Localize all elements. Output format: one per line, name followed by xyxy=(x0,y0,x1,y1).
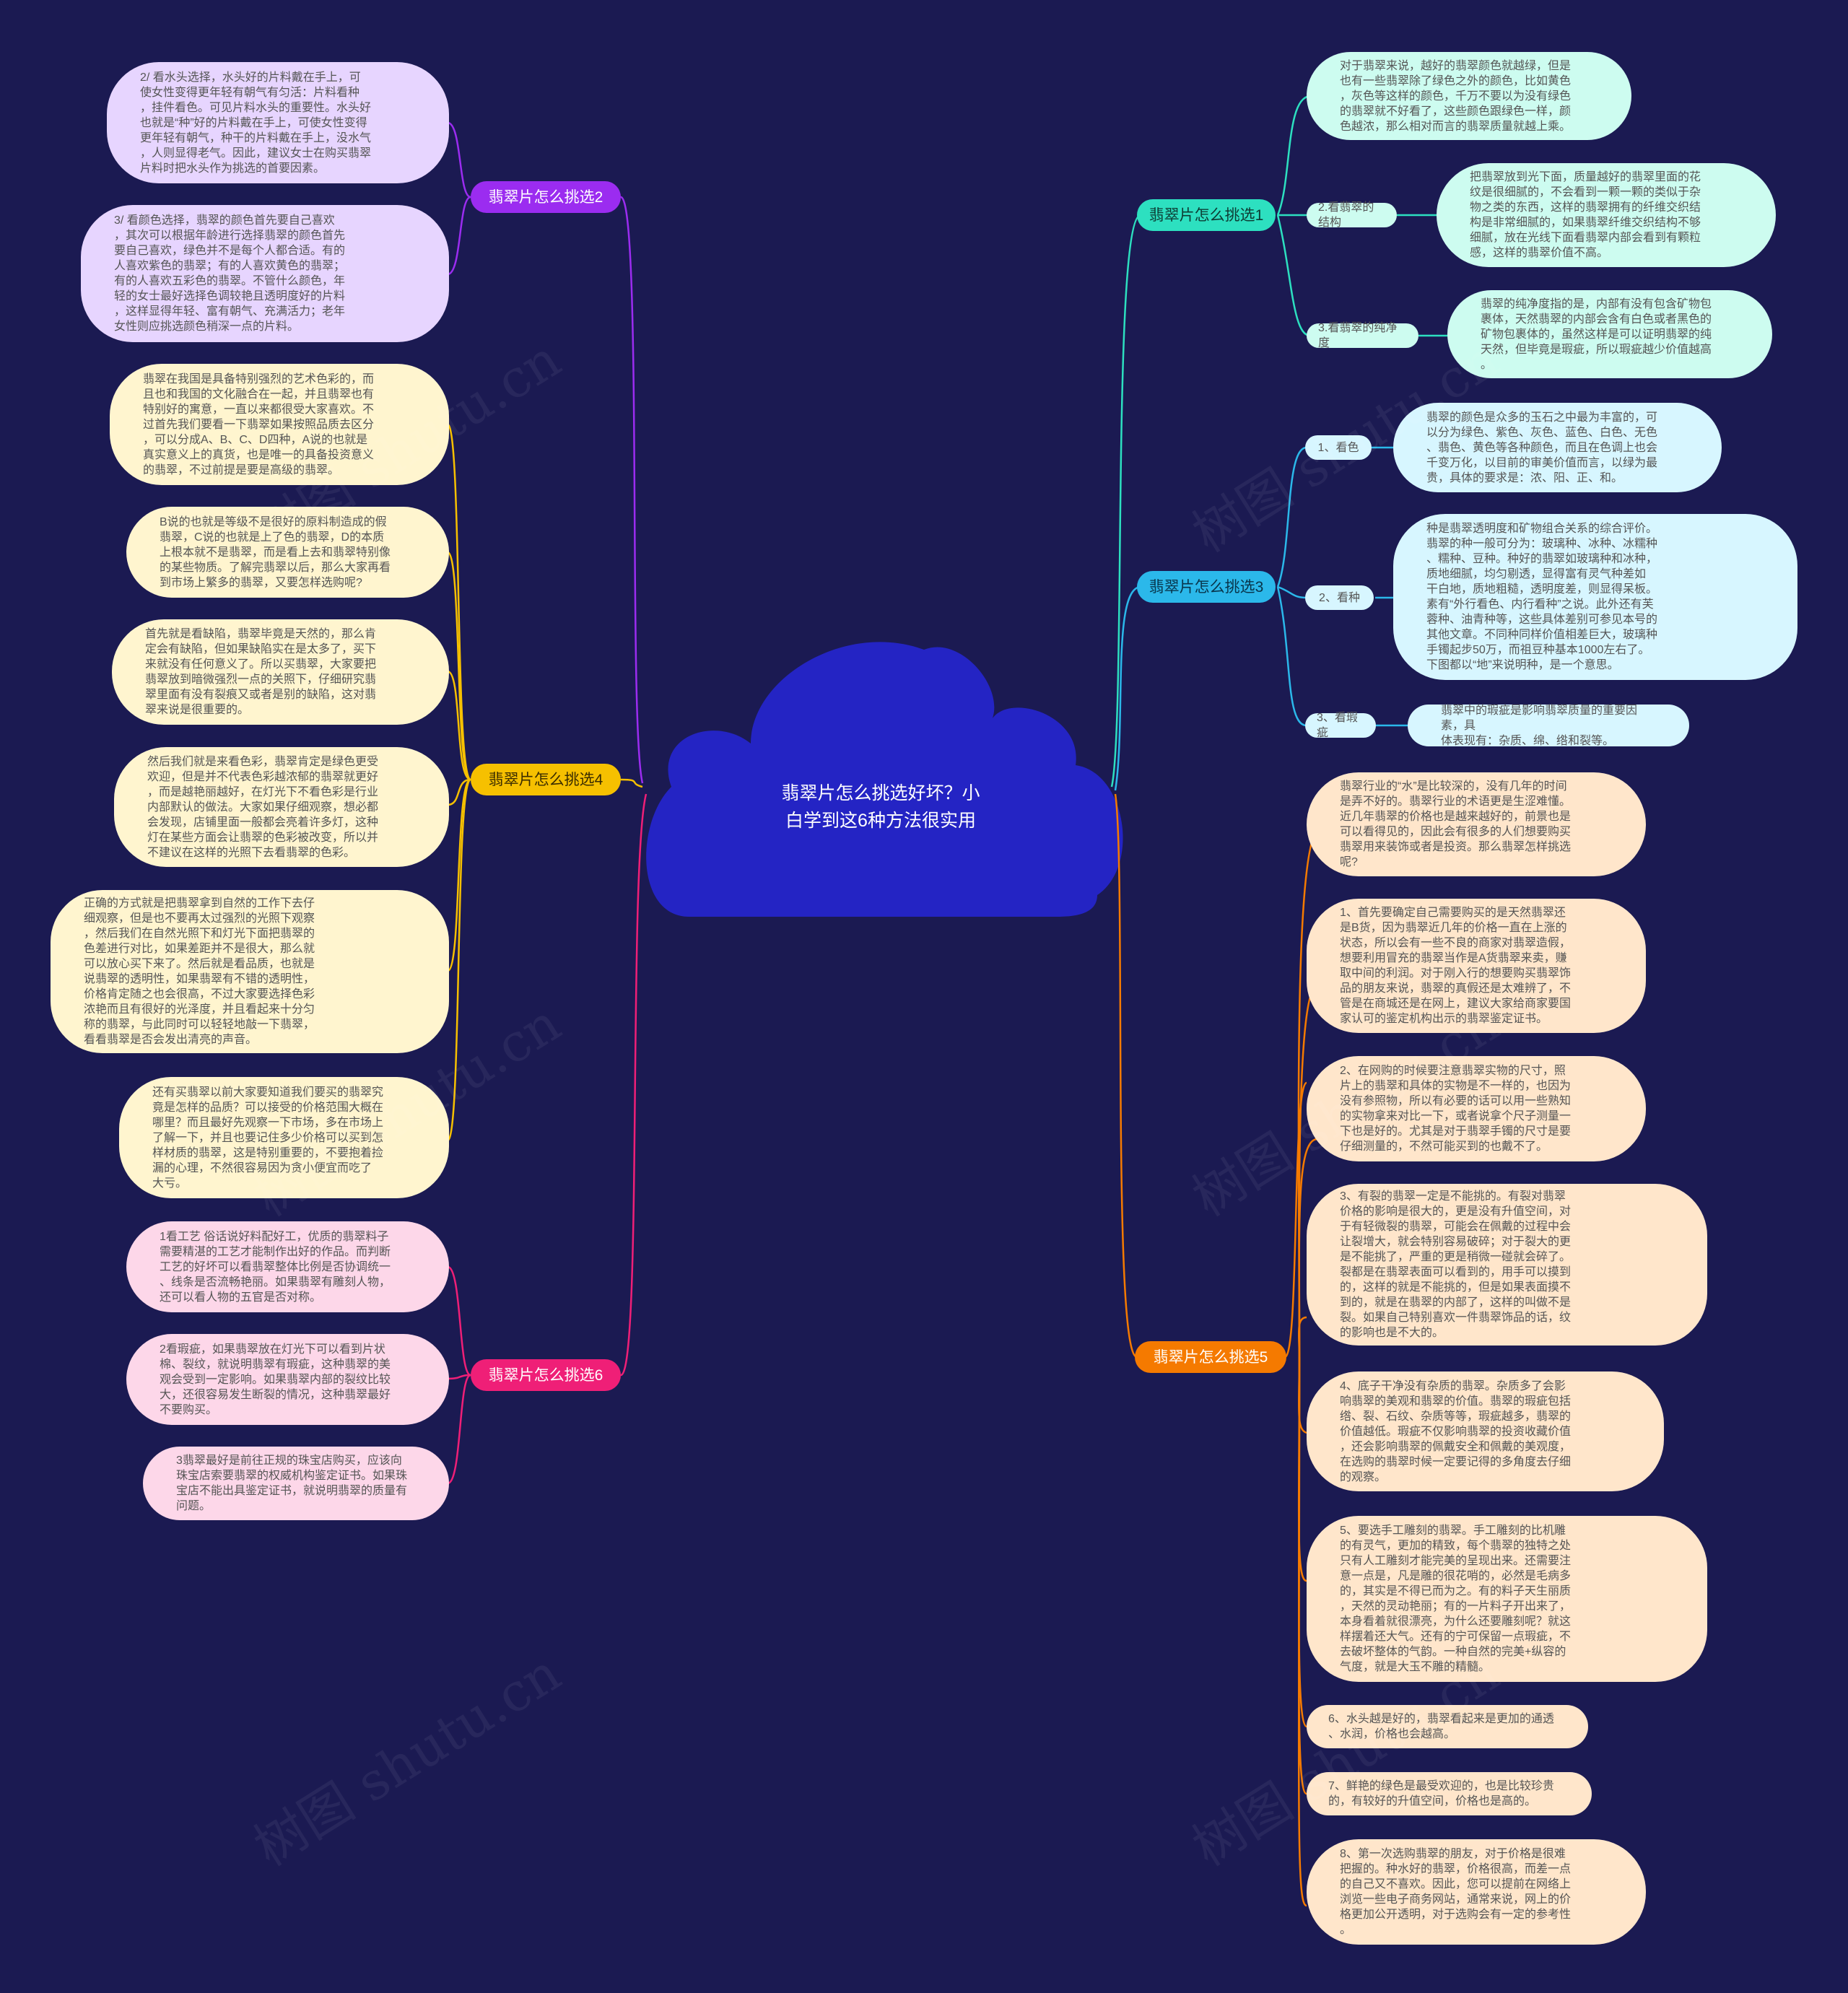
branch-1-sub-3-label: 3.看翡翠的纯净度 xyxy=(1318,322,1398,349)
branch-5-item-3[interactable]: 2、在网购的时候要注意翡翠实物的尺寸，照 片上的翡翠和具体的实物是不一样的，也因… xyxy=(1307,1056,1646,1161)
branch-1[interactable]: 翡翠片怎么挑选1 xyxy=(1137,199,1276,231)
branch-4-item-5-text: 正确的方式就是把翡翠拿到自然的工作下去仔 细观察，但是也不要再太过强烈的光照下观… xyxy=(84,897,315,1046)
branch-6-label: 翡翠片怎么挑选6 xyxy=(488,1366,603,1384)
branch-5-item-7[interactable]: 6、水头越是好的，翡翠看起来是更加的通透 、水润，价格也会越高。 xyxy=(1307,1705,1588,1748)
branch-3-sub-3-text: 翡翠中的瑕疵是影响翡翠质量的重要因素，具 体表现有：杂质、绵、绺和裂等。 xyxy=(1441,704,1638,747)
branch-4-item-5[interactable]: 正确的方式就是把翡翠拿到自然的工作下去仔 细观察，但是也不要再太过强烈的光照下观… xyxy=(51,890,449,1053)
branch-6-item-1-text: 1看工艺 俗话说好料配好工，优质的翡翠料子 需要精湛的工艺才能制作出好的作品。而… xyxy=(160,1230,391,1304)
branch-1-sub-2-text: 把翡翠放到光下面，质量越好的翡翠里面的花 纹是很细腻的，不会看到一颗一颗的类似于… xyxy=(1470,171,1701,259)
branch-3-label: 翡翠片怎么挑选3 xyxy=(1149,578,1264,596)
branch-4-label: 翡翠片怎么挑选4 xyxy=(488,771,603,788)
branch-6-item-1[interactable]: 1看工艺 俗话说好料配好工，优质的翡翠料子 需要精湛的工艺才能制作出好的作品。而… xyxy=(126,1221,449,1312)
branch-2-item-2[interactable]: 3/ 看颜色选择，翡翠的颜色首先要自己喜欢 ，其次可以根据年龄进行选择翡翠的颜色… xyxy=(81,205,449,342)
branch-5-item-7-text: 6、水头越是好的，翡翠看起来是更加的通透 、水润，价格也会越高。 xyxy=(1328,1713,1554,1740)
branch-3-sub-2[interactable]: 2、看种 xyxy=(1305,585,1374,610)
branch-6-item-3-text: 3翡翠最好是前往正规的珠宝店购买，应该向 珠宝店索要翡翠的权威机构鉴定证书。如果… xyxy=(176,1455,408,1512)
branch5-lines xyxy=(1114,793,1322,1907)
branch2-lines xyxy=(447,121,644,784)
branch-1-sub-2-label: 2.看翡翠的结构 xyxy=(1318,201,1374,229)
branch-4-item-6-text: 还有买翡翠以前大家要知道我们要买的翡翠究 竟是怎样的品质？可以接受的价格范围大概… xyxy=(152,1086,384,1190)
branch-3-sub-1-label: 1、看色 xyxy=(1317,441,1359,454)
branch-5-item-9-text: 8、第一次选购翡翠的朋友，对于价格是很难 把握的。种水好的翡翠，价格很高，而差一… xyxy=(1340,1848,1572,1936)
branch-5-item-6-text: 5、要选手工雕刻的翡翠。手工雕刻的比机雕 的有灵气，更加的精致，每个翡翠的独特之… xyxy=(1340,1525,1572,1673)
branch-4-item-1-text: 翡翠在我国是具备特别强烈的艺术色彩的，而 且也和我国的文化融合在一起，并且翡翠也… xyxy=(143,372,375,476)
branch-4-item-4[interactable]: 然后我们就是来看色彩，翡翠肯定是绿色更受 欢迎，但是并不代表色彩越浓郁的翡翠就更… xyxy=(114,747,449,867)
branch-5-item-1[interactable]: 翡翠行业的“水”是比较深的，没有几年的时间 是弄不好的。翡翠行业的术语更是生涩难… xyxy=(1307,772,1646,876)
root-cloud-shape xyxy=(646,642,1123,917)
branch-3-sub-2-label: 2、看种 xyxy=(1319,591,1360,604)
branch-4-item-3[interactable]: 首先就是看缺陷，翡翠毕竟是天然的，那么肯 定会有缺陷，但如果缺陷实在是太多了，买… xyxy=(112,619,449,725)
branch-1-sub-3[interactable]: 3.看翡翠的纯净度 xyxy=(1307,322,1418,349)
branch-1-sub-2-detail[interactable]: 把翡翠放到光下面，质量越好的翡翠里面的花 纹是很细腻的，不会看到一颗一颗的类似于… xyxy=(1437,163,1776,267)
branch-6-item-2-text: 2看瑕疵，如果翡翠放在灯光下可以看到片状 棉、裂纹，就说明翡翠有瑕疵，这种翡翠的… xyxy=(160,1343,391,1416)
branch-4-item-2[interactable]: B说的也就是等级不是很好的原料制造成的假 翡翠，C说的也就是上了色的翡翠，D的本… xyxy=(126,507,449,598)
branch-5-item-5-text: 4、底子干净没有杂质的翡翠。杂质多了会影 响翡翠的美观和翡翠的价值。翡翠的瑕疵包… xyxy=(1340,1379,1572,1483)
branch-5-item-3-text: 2、在网购的时候要注意翡翠实物的尺寸，照 片上的翡翠和具体的实物是不一样的，也因… xyxy=(1340,1065,1572,1153)
branch-3[interactable]: 翡翠片怎么挑选3 xyxy=(1137,571,1276,603)
branch-2-item-2-text: 3/ 看颜色选择，翡翠的颜色首先要自己喜欢 ，其次可以根据年龄进行选择翡翠的颜色… xyxy=(114,214,346,333)
branch-2-item-1-text: 2/ 看水头选择，水头好的片料戴在手上，可 使女性变得更年轻有朝气有匀活：片料看… xyxy=(140,71,372,175)
branch-5-item-1-text: 翡翠行业的“水”是比较深的，没有几年的时间 是弄不好的。翡翠行业的术语更是生涩难… xyxy=(1340,780,1572,868)
branch-5-item-2[interactable]: 1、首先要确定自己需要购买的是天然翡翠还 是B货，因为翡翠近几年的价格一直在上涨… xyxy=(1307,899,1646,1033)
branch-4-item-4-text: 然后我们就是来看色彩，翡翠肯定是绿色更受 欢迎，但是并不代表色彩越浓郁的翡翠就更… xyxy=(147,755,379,859)
branch-3-sub-2-text: 种是翡翠透明度和矿物组合关系的综合评价。 翡翠的种一般可分为：玻璃种、冰种、冰糯… xyxy=(1426,523,1658,671)
branch-2-label: 翡翠片怎么挑选2 xyxy=(488,188,603,206)
branch-4-item-1[interactable]: 翡翠在我国是具备特别强烈的艺术色彩的，而 且也和我国的文化融合在一起，并且翡翠也… xyxy=(110,364,449,485)
branch-4-item-3-text: 首先就是看缺陷，翡翠毕竟是天然的，那么肯 定会有缺陷，但如果缺陷实在是太多了，买… xyxy=(145,628,377,716)
branch-1-item-1-text: 对于翡翠来说，越好的翡翠颜色就越绿，但是 也有一些翡翠除了绿色之外的颜色，比如黄… xyxy=(1340,59,1572,133)
branch-5-label: 翡翠片怎么挑选5 xyxy=(1153,1348,1268,1366)
branch-1-label: 翡翠片怎么挑选1 xyxy=(1149,206,1264,224)
branch-3-sub-2-detail[interactable]: 种是翡翠透明度和矿物组合关系的综合评价。 翡翠的种一般可分为：玻璃种、冰种、冰糯… xyxy=(1393,514,1797,680)
branch-6[interactable]: 翡翠片怎么挑选6 xyxy=(471,1359,621,1391)
branch3-lines xyxy=(1114,446,1411,791)
branch-3-sub-3-detail[interactable]: 翡翠中的瑕疵是影响翡翠质量的重要因素，具 体表现有：杂质、绵、绺和裂等。 xyxy=(1408,704,1689,747)
branch-6-item-2[interactable]: 2看瑕疵，如果翡翠放在灯光下可以看到片状 棉、裂纹，就说明翡翠有瑕疵，这种翡翠的… xyxy=(126,1334,449,1425)
branch-5-item-4[interactable]: 3、有裂的翡翠一定是不能挑的。有裂对翡翠 价格的影响是很大的，更是没有升值空间，… xyxy=(1307,1184,1707,1346)
branch-1-item-1[interactable]: 对于翡翠来说，越好的翡翠颜色就越绿，但是 也有一些翡翠除了绿色之外的颜色，比如黄… xyxy=(1307,52,1631,140)
root-title[interactable]: 翡翠片怎么挑选好坏？小 白学到这6种方法很实用 xyxy=(781,783,980,831)
branch-5[interactable]: 翡翠片怎么挑选5 xyxy=(1135,1341,1286,1373)
branch-1-sub-3-detail[interactable]: 翡翠的纯净度指的是，内部有没有包含矿物包 裹体，天然翡翠的内部会含有白色或者黑色… xyxy=(1447,290,1772,378)
branch-2-item-1[interactable]: 2/ 看水头选择，水头好的片料戴在手上，可 使女性变得更年轻有朝气有匀活：片料看… xyxy=(107,62,449,183)
branch-3-sub-1-text: 翡翠的颜色是众多的玉石之中最为丰富的，可 以分为绿色、紫色、灰色、蓝色、白色、无… xyxy=(1426,411,1658,484)
branch-6-item-3[interactable]: 3翡翠最好是前往正规的珠宝店购买，应该向 珠宝店索要翡翠的权威机构鉴定证书。如果… xyxy=(143,1447,449,1520)
branch-2[interactable]: 翡翠片怎么挑选2 xyxy=(471,181,621,213)
branch-5-item-6[interactable]: 5、要选手工雕刻的翡翠。手工雕刻的比机雕 的有灵气，更加的精致，每个翡翠的独特之… xyxy=(1307,1516,1707,1682)
branch-5-item-8-text: 7、鲜艳的绿色是最受欢迎的，也是比较珍贵 的，有较好的升值空间，价格也是高的。 xyxy=(1328,1780,1554,1807)
branch-5-item-2-text: 1、首先要确定自己需要购买的是天然翡翠还 是B货，因为翡翠近几年的价格一直在上涨… xyxy=(1340,907,1572,1025)
branch-4[interactable]: 翡翠片怎么挑选4 xyxy=(471,764,621,795)
branch-1-sub-3-text: 翡翠的纯净度指的是，内部有没有包含矿物包 裹体，天然翡翠的内部会含有白色或者黑色… xyxy=(1481,297,1712,371)
branch6-lines xyxy=(447,793,648,1485)
branch-1-sub-2[interactable]: 2.看翡翠的结构 xyxy=(1307,201,1397,229)
branch-3-sub-3-label: 3、看瑕疵 xyxy=(1317,712,1358,739)
branch-4-item-2-text: B说的也就是等级不是很好的原料制造成的假 翡翠，C说的也就是上了色的翡翠，D的本… xyxy=(160,515,391,589)
branch-5-item-9[interactable]: 8、第一次选购翡翠的朋友，对于价格是很难 把握的。种水好的翡翠，价格很高，而差一… xyxy=(1307,1839,1646,1945)
branch4-lines xyxy=(446,423,643,1142)
branch-3-sub-1[interactable]: 1、看色 xyxy=(1305,435,1372,460)
branch-3-sub-1-detail[interactable]: 翡翠的颜色是众多的玉石之中最为丰富的，可 以分为绿色、紫色、灰色、蓝色、白色、无… xyxy=(1393,403,1722,492)
branch1-lines xyxy=(1110,95,1451,788)
branch-3-sub-3[interactable]: 3、看瑕疵 xyxy=(1305,712,1376,739)
branch-5-item-5[interactable]: 4、底子干净没有杂质的翡翠。杂质多了会影 响翡翠的美观和翡翠的价值。翡翠的瑕疵包… xyxy=(1307,1371,1664,1491)
branch-5-item-4-text: 3、有裂的翡翠一定是不能挑的。有裂对翡翠 价格的影响是很大的，更是没有升值空间，… xyxy=(1340,1190,1572,1339)
branch-5-item-8[interactable]: 7、鲜艳的绿色是最受欢迎的，也是比较珍贵 的，有较好的升值空间，价格也是高的。 xyxy=(1307,1772,1592,1815)
branch-4-item-6[interactable]: 还有买翡翠以前大家要知道我们要买的翡翠究 竟是怎样的品质？可以接受的价格范围大概… xyxy=(119,1077,449,1198)
